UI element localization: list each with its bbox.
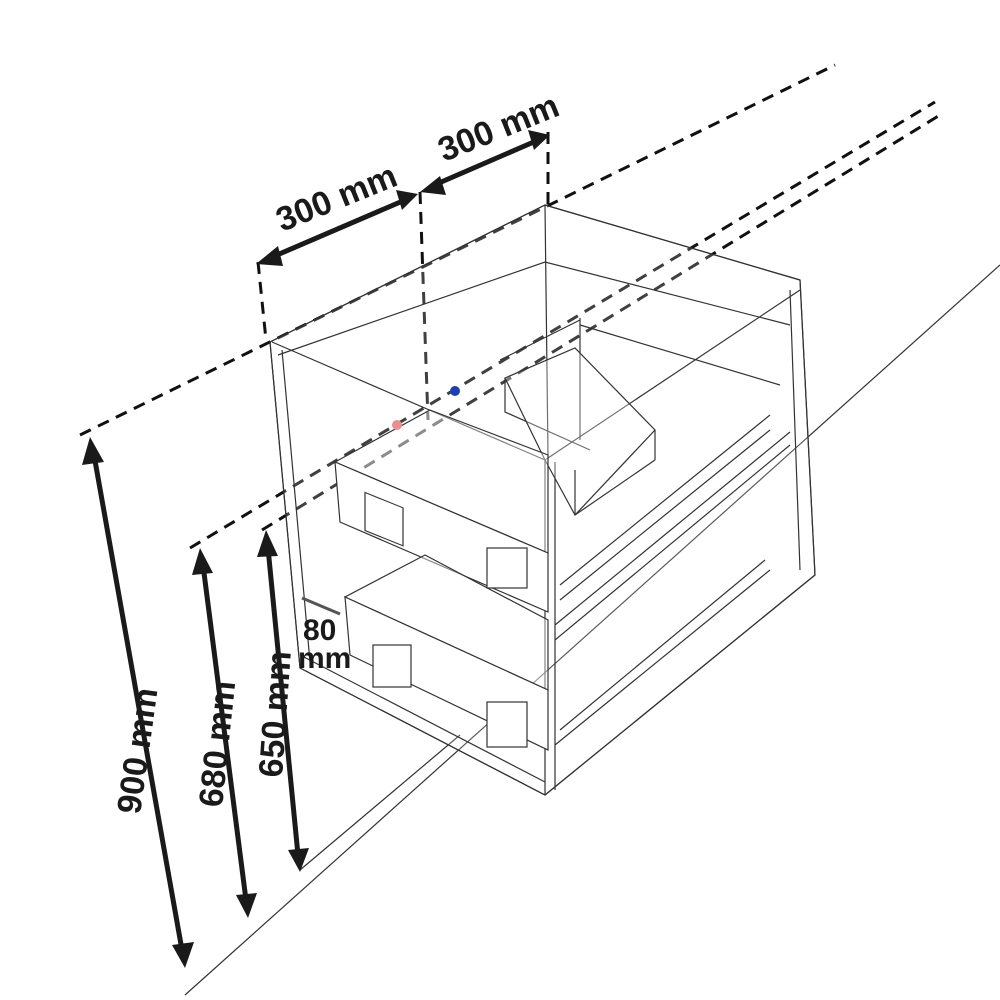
plinth-value-label: 80 (303, 614, 336, 647)
drawer-bracket (486, 701, 528, 748)
red-marker-icon (392, 420, 402, 430)
blue-marker-icon (450, 386, 460, 396)
drawer-bracket (486, 547, 528, 589)
guide-lines (79, 63, 941, 550)
width-arrows (256, 130, 550, 266)
plinth-unit-label: mm (298, 642, 351, 675)
height-900-label: 900 mm (110, 685, 165, 816)
upper-drawer (333, 409, 549, 613)
lower-drawer (343, 554, 549, 751)
height-650-label: 650 mm (252, 650, 299, 779)
height-680-label: 680 mm (192, 679, 243, 809)
floor-lines (184, 264, 1000, 996)
drawer-bracket (364, 491, 404, 547)
drawer-bracket (372, 644, 412, 688)
height-arrows (82, 437, 341, 968)
